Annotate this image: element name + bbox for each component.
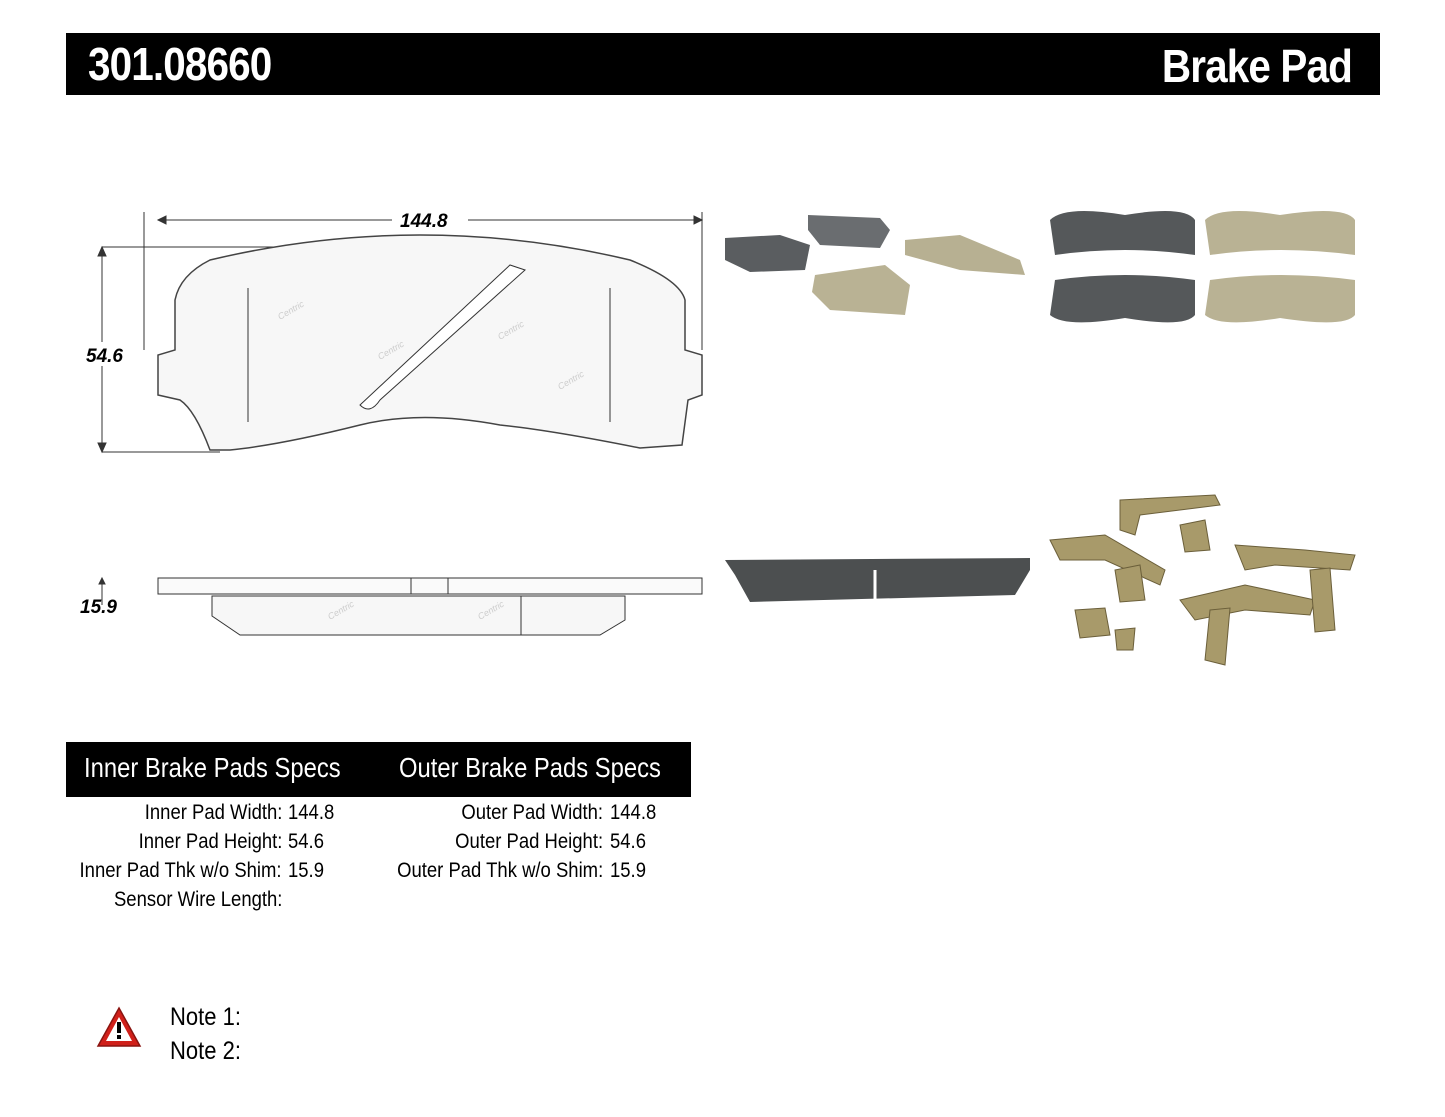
pad-technical-drawing: Centric Centric Centric Centric Centric … bbox=[80, 208, 704, 636]
spec-value: 15.9 bbox=[610, 859, 646, 882]
spec-value: 54.6 bbox=[610, 830, 646, 853]
product-type: Brake Pad bbox=[1161, 40, 1353, 92]
part-number: 301.08660 bbox=[88, 38, 272, 90]
spec-label: Sensor Wire Length: bbox=[113, 888, 282, 911]
spec-value: 144.8 bbox=[610, 801, 657, 824]
pad-side-photo bbox=[725, 558, 1030, 605]
warning-triangle-icon bbox=[96, 1006, 142, 1047]
spec-label: Outer Pad Width: bbox=[461, 801, 603, 824]
spec-label: Inner Pad Width: bbox=[144, 801, 282, 824]
header-bar: 301.08660 Brake Pad bbox=[66, 33, 1380, 95]
thickness-label: 15.9 bbox=[80, 597, 117, 618]
spec-value: 15.9 bbox=[288, 859, 324, 882]
spec-label: Outer Pad Height: bbox=[455, 830, 603, 853]
spec-value: 54.6 bbox=[288, 830, 324, 853]
spec-label: Outer Pad Thk w/o Shim: bbox=[396, 859, 603, 882]
inner-specs-title: Inner Brake Pads Specs bbox=[84, 752, 341, 783]
spec-label: Inner Pad Height: bbox=[138, 830, 282, 853]
note-1: Note 1: bbox=[170, 1003, 241, 1031]
note-2: Note 2: bbox=[170, 1037, 241, 1065]
spec-value: 144.8 bbox=[288, 801, 335, 824]
hardware-clips-photo bbox=[1049, 494, 1356, 666]
width-label: 144.8 bbox=[400, 211, 448, 232]
pad-set-angled-photo bbox=[725, 215, 1025, 315]
outer-specs-title: Outer Brake Pads Specs bbox=[399, 752, 661, 783]
spec-label: Inner Pad Thk w/o Shim: bbox=[79, 859, 282, 882]
specs-header: Inner Brake Pads Specs Outer Brake Pads … bbox=[66, 742, 691, 797]
height-label: 54.6 bbox=[86, 346, 123, 367]
pad-set-top-photo bbox=[1050, 211, 1355, 323]
